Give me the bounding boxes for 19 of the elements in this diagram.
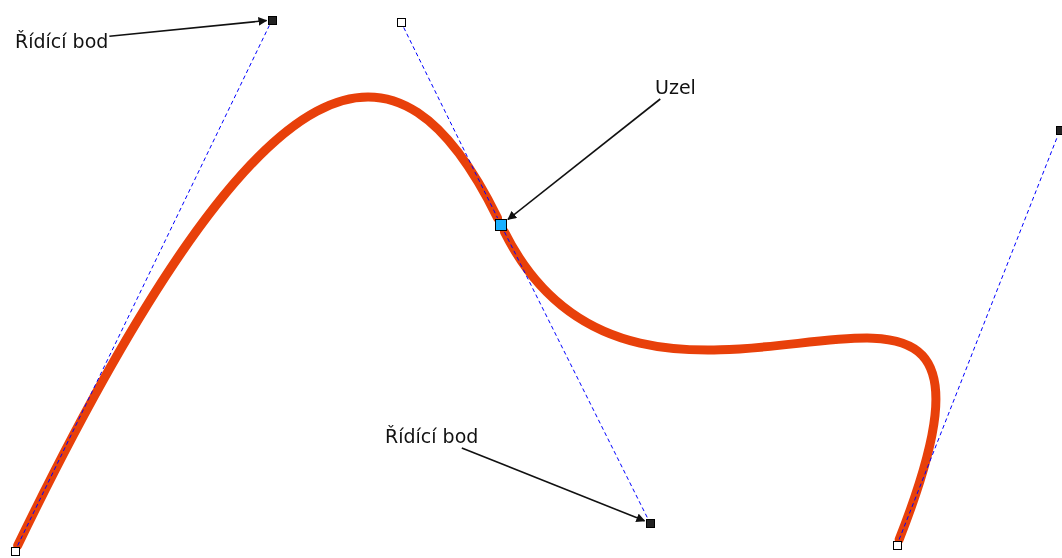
end-point-square	[892, 540, 902, 550]
callout-label: Uzel	[655, 76, 696, 98]
handle-line	[403, 27, 499, 219]
control-point-square	[396, 17, 406, 27]
bezier-curve	[13, 93, 503, 550]
leader-arrow	[507, 98, 662, 221]
leader-arrow	[461, 447, 646, 522]
bezier-curve	[500, 227, 941, 544]
handle-line	[898, 135, 1059, 540]
node-point-square	[495, 219, 507, 231]
handle-line	[17, 25, 270, 546]
callout-label: Řídící bod	[385, 425, 479, 447]
callout-label: Řídící bod	[15, 30, 109, 52]
handle-line	[504, 231, 648, 518]
control-point-square	[267, 15, 277, 25]
end-point-square	[10, 546, 20, 556]
control-point-square	[645, 518, 655, 528]
leader-arrow	[108, 16, 268, 38]
control-point-square	[1055, 125, 1062, 135]
